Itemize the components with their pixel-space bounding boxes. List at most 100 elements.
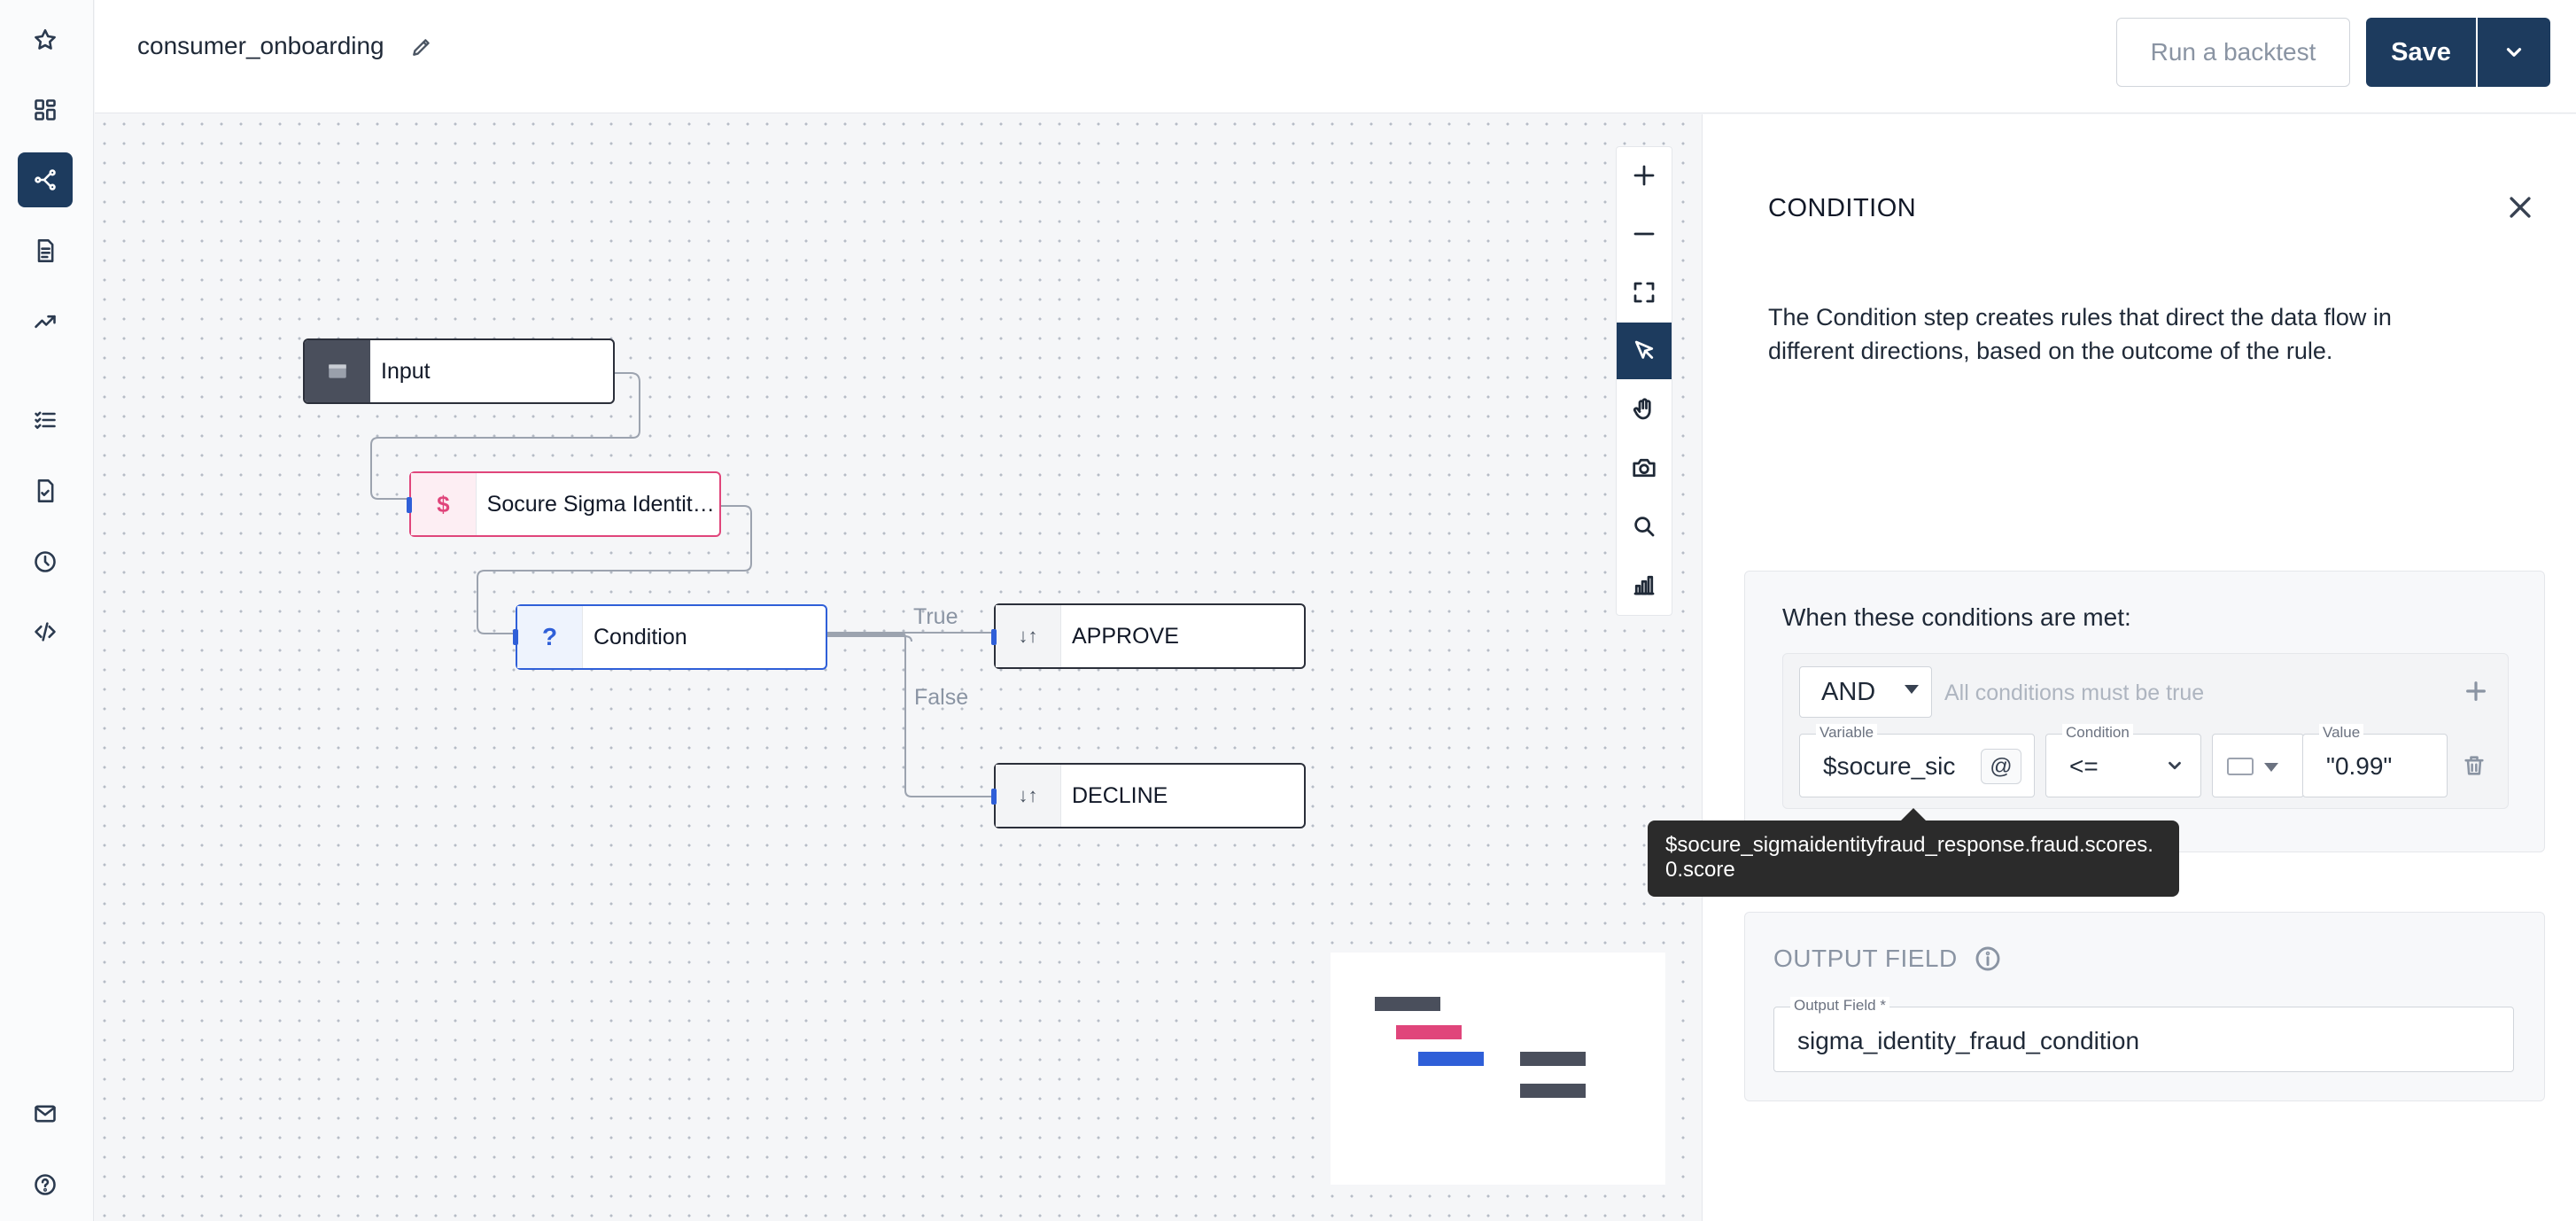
output-field-label: Output Field *	[1790, 997, 1889, 1015]
value-field[interactable]: Value "0.99"	[2302, 724, 2448, 797]
fit-view-button[interactable]	[1617, 264, 1672, 321]
favorites-nav-button[interactable]	[18, 12, 73, 67]
variable-label: Variable	[1816, 724, 1878, 742]
value-label: Value	[2319, 724, 2364, 742]
edge-condition-approve-shadow	[826, 635, 912, 642]
document-icon	[37, 239, 54, 262]
run-backtest-button[interactable]: Run a backtest	[2116, 18, 2350, 87]
edge-label-false: False	[914, 685, 969, 710]
flow-canvas[interactable]: Input $ Socure Sigma Identity... ? Condi…	[95, 114, 1701, 1221]
search-canvas-button[interactable]	[1617, 498, 1672, 555]
cases-nav-button[interactable]	[18, 393, 73, 447]
value-type-select[interactable]	[2212, 734, 2304, 797]
output-info-button[interactable]	[1974, 945, 2002, 973]
select-icon	[1634, 340, 1654, 359]
help-icon	[35, 1174, 56, 1195]
close-icon	[2510, 197, 2531, 218]
approve-input-handle[interactable]	[991, 629, 997, 645]
conditions-card: When these conditions are met: AND All c…	[1744, 571, 2545, 852]
canvas-minimap[interactable]	[1331, 953, 1665, 1185]
output-field-input[interactable]: Output Field * sigma_identity_fraud_cond…	[1773, 997, 2514, 1072]
question-icon: ?	[517, 606, 583, 668]
clock-icon	[35, 551, 56, 572]
terminal-arrows-icon: ↓↑	[996, 765, 1061, 827]
code-icon	[35, 622, 56, 642]
rule-group: AND All conditions must be true Variable…	[1782, 653, 2509, 809]
pan-hand-icon	[1633, 398, 1651, 420]
delete-condition-button[interactable]	[2462, 753, 2487, 778]
output-field-value: sigma_identity_fraud_condition	[1797, 1027, 2140, 1054]
messages-nav-button[interactable]	[18, 1086, 73, 1141]
node-socure-sigma[interactable]: $ Socure Sigma Identity...	[409, 471, 721, 537]
minimap-node-condition	[1418, 1052, 1484, 1066]
history-nav-button[interactable]	[18, 534, 73, 589]
pencil-icon	[413, 39, 430, 56]
output-heading: OUTPUT FIELD	[1773, 945, 1958, 972]
trash-icon	[2464, 756, 2484, 775]
camera-icon	[1633, 458, 1656, 478]
condition-operator-select[interactable]: Condition <=	[2045, 724, 2201, 797]
file-check-icon	[37, 479, 54, 502]
checklist-icon	[35, 411, 56, 430]
close-panel-button[interactable]	[2505, 192, 2535, 222]
select-tool-button[interactable]	[1617, 323, 1672, 379]
info-icon	[1975, 946, 2000, 971]
plus-icon	[2466, 681, 2486, 701]
pan-tool-button[interactable]	[1617, 381, 1672, 438]
add-condition-button[interactable]	[2462, 677, 2490, 705]
node-label: Condition	[594, 624, 687, 649]
operator-value: AND	[1821, 677, 1876, 706]
node-input[interactable]: Input	[303, 338, 615, 404]
edge-input-socure	[370, 372, 640, 500]
trending-icon	[35, 315, 56, 329]
variable-tooltip: $socure_sigmaidentityfraud_response.frau…	[1648, 820, 2179, 897]
logic-operator-select[interactable]: AND	[1799, 666, 1932, 718]
edge-socure-condition	[477, 505, 752, 634]
node-approve[interactable]: ↓↑ APPROVE	[994, 603, 1306, 669]
condition-value: <=	[2069, 752, 2099, 780]
decline-input-handle[interactable]	[991, 789, 997, 805]
edit-title-button[interactable]	[410, 35, 433, 58]
save-options-button[interactable]	[2478, 18, 2550, 87]
output-field-card: OUTPUT FIELD Output Field * sigma_identi…	[1744, 912, 2545, 1101]
variable-field[interactable]: Variable $socure_sic @	[1799, 724, 2035, 797]
panel-title: CONDITION	[1768, 194, 1917, 222]
node-decline[interactable]: ↓↑ DECLINE	[994, 763, 1306, 828]
conditions-heading: When these conditions are met:	[1782, 603, 2131, 631]
audits-nav-button[interactable]	[18, 463, 73, 518]
variable-picker-button[interactable]: @	[1981, 749, 2021, 784]
variable-value: $socure_sic	[1823, 752, 1956, 780]
developer-nav-button[interactable]	[18, 604, 73, 659]
dashboard-nav-button[interactable]	[18, 82, 73, 137]
terminal-arrows-icon: ↓↑	[996, 605, 1061, 667]
dollar-icon: $	[411, 473, 477, 535]
chevron-down-icon	[2506, 48, 2522, 57]
tooltip-arrow	[1901, 808, 1926, 820]
condition-panel: CONDITION The Condition step creates rul…	[1702, 114, 2576, 1221]
value-input: "0.99"	[2326, 752, 2393, 780]
screenshot-button[interactable]	[1617, 439, 1672, 496]
zoom-out-button[interactable]	[1617, 206, 1672, 262]
condition-input-handle[interactable]	[513, 629, 518, 645]
socure-input-handle[interactable]	[407, 497, 412, 513]
canvas-toolbar	[1616, 146, 1672, 616]
workflows-nav-button[interactable]	[18, 152, 73, 207]
left-nav-rail	[0, 0, 94, 1221]
minimap-node-input	[1375, 997, 1440, 1011]
top-header: consumer_onboarding Run a backtest Save	[95, 0, 2576, 113]
chevron-down-icon	[2165, 756, 2184, 775]
flow-edges	[370, 372, 993, 797]
window-icon	[329, 364, 346, 378]
stats-button[interactable]	[1617, 556, 1672, 613]
node-label: Socure Sigma Identity...	[486, 491, 719, 517]
analytics-nav-button[interactable]	[18, 294, 73, 349]
reports-nav-button[interactable]	[18, 223, 73, 278]
caret-down-icon	[1905, 685, 1919, 694]
star-icon	[35, 28, 56, 50]
save-button[interactable]: Save	[2366, 18, 2476, 87]
node-condition[interactable]: ? Condition	[516, 604, 827, 670]
zoom-in-button[interactable]	[1617, 147, 1672, 204]
number-type-icon	[2227, 758, 2254, 775]
help-nav-button[interactable]	[18, 1157, 73, 1212]
node-label: APPROVE	[1072, 623, 1179, 649]
